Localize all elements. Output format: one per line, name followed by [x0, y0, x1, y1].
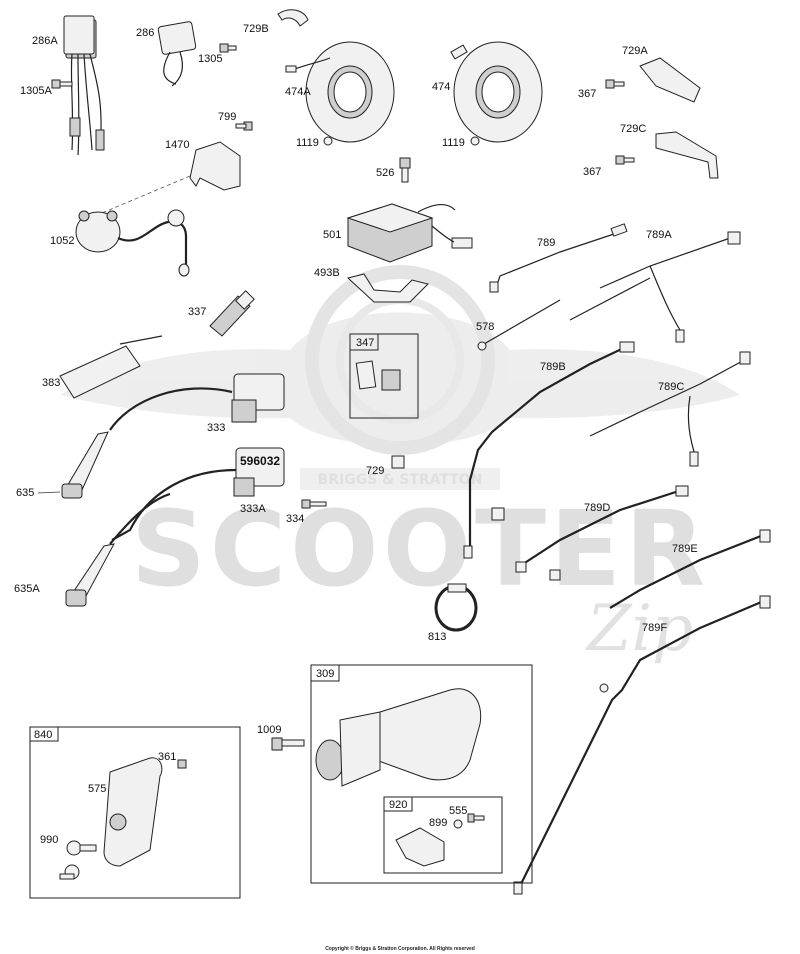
label-789D: 789D	[584, 502, 610, 514]
label-840: 840	[34, 729, 52, 741]
label-789E: 789E	[672, 543, 698, 555]
part-361-nut	[177, 759, 187, 769]
label-729B: 729B	[243, 23, 269, 35]
label-347: 347	[356, 337, 374, 349]
label-1009: 1009	[257, 724, 281, 736]
label-729A: 729A	[622, 45, 648, 57]
part-333A-ignition-coil	[111, 447, 285, 541]
label-899: 899	[429, 817, 447, 829]
label-367-b: 367	[583, 166, 601, 178]
part-789F-harness	[513, 595, 771, 895]
part-813-hose-clamp	[434, 583, 478, 632]
label-799: 799	[218, 111, 236, 123]
part-729B-clamp	[277, 9, 309, 27]
part-789B-harness	[463, 341, 635, 559]
box-920	[383, 796, 503, 874]
part-333-ignition-coil	[109, 373, 285, 431]
label-309: 309	[316, 668, 334, 680]
label-789: 789	[537, 237, 555, 249]
part-990-keys	[59, 840, 97, 880]
label-1305A: 1305A	[20, 85, 52, 97]
label-578: 578	[476, 321, 494, 333]
part-635A-plug-boot	[65, 492, 171, 607]
label-1470: 1470	[165, 139, 189, 151]
label-337: 337	[188, 306, 206, 318]
watermark-word: SCOOTER	[131, 488, 709, 610]
label-729: 729	[366, 465, 384, 477]
label-1119-b: 1119	[442, 137, 465, 149]
part-789D-harness	[515, 485, 689, 581]
label-635A: 635A	[14, 583, 40, 595]
label-575: 575	[88, 783, 106, 795]
watermark-brand-ring: BRIGGS & STRATTON	[318, 472, 483, 488]
part-1305A-screw	[51, 79, 73, 89]
box-840	[29, 726, 241, 899]
part-1119-screw-b	[470, 136, 480, 146]
part-367-screw-b	[615, 155, 635, 165]
part-286A-relay	[63, 15, 105, 156]
part-309-starter-motor	[315, 688, 482, 787]
part-526-screw	[399, 157, 411, 183]
copyright-notice: Copyright © Briggs & Stratton Corporatio…	[325, 945, 475, 952]
part-789-lead	[489, 223, 628, 293]
part-501-regulator	[346, 203, 473, 263]
part-789A-harness	[569, 231, 741, 343]
part-729-clip	[391, 455, 405, 469]
label-920: 920	[389, 799, 407, 811]
part-493B-bracket	[346, 273, 429, 303]
part-1305-screw	[219, 43, 237, 53]
part-1470-bracket	[189, 141, 241, 191]
part-799-bolt	[235, 121, 253, 131]
label-526: 526	[376, 167, 394, 179]
box-347	[349, 333, 419, 419]
label-501: 501	[323, 229, 341, 241]
part-789E-harness	[609, 529, 771, 609]
label-729C: 729C	[620, 123, 646, 135]
label-474A: 474A	[285, 86, 311, 98]
watermark-script: Zip	[585, 592, 693, 666]
label-635: 635	[16, 487, 34, 499]
label-286: 286	[136, 27, 154, 39]
part-1119-screw-a	[323, 136, 333, 146]
part-1009-bolt	[271, 737, 305, 751]
part-1052-solenoid	[75, 209, 190, 277]
label-813: 813	[428, 631, 446, 643]
box-309	[310, 664, 533, 884]
label-361: 361	[158, 751, 176, 763]
label-990: 990	[40, 834, 58, 846]
part-383-tube	[59, 335, 163, 399]
label-789B: 789B	[540, 361, 566, 373]
label-333: 333	[207, 422, 225, 434]
label-493B: 493B	[314, 267, 340, 279]
label-1052: 1052	[50, 235, 74, 247]
label-474: 474	[432, 81, 450, 93]
part-575-ignition-switch	[103, 757, 163, 867]
leader-635	[37, 491, 61, 494]
label-367-a: 367	[578, 88, 596, 100]
part-729C-bracket	[655, 131, 719, 179]
label-555: 555	[449, 805, 467, 817]
part-286-relay	[157, 21, 197, 87]
part-367-screw-a	[605, 79, 625, 89]
label-333A: 333A	[240, 503, 266, 515]
part-474A-stator	[285, 41, 395, 143]
part-334-screw	[301, 499, 327, 509]
label-596032: 596032	[240, 454, 280, 468]
label-1119-a: 1119	[296, 137, 319, 149]
part-635-plug-boot	[61, 431, 109, 499]
part-337-spark-plug	[209, 290, 255, 337]
label-383: 383	[42, 377, 60, 389]
scooter-zip-watermark: BRIGGS & STRATTON SCOOTER Zip	[60, 265, 740, 666]
part-729A-bracket	[639, 57, 701, 103]
part-789C-harness	[589, 351, 751, 467]
label-789A: 789A	[646, 229, 672, 241]
label-1305: 1305	[198, 53, 222, 65]
label-789C: 789C	[658, 381, 684, 393]
part-578-lead	[477, 299, 561, 351]
label-789F: 789F	[642, 622, 667, 634]
part-474-stator	[450, 41, 543, 143]
label-286A: 286A	[32, 35, 58, 47]
label-334: 334	[286, 513, 304, 525]
